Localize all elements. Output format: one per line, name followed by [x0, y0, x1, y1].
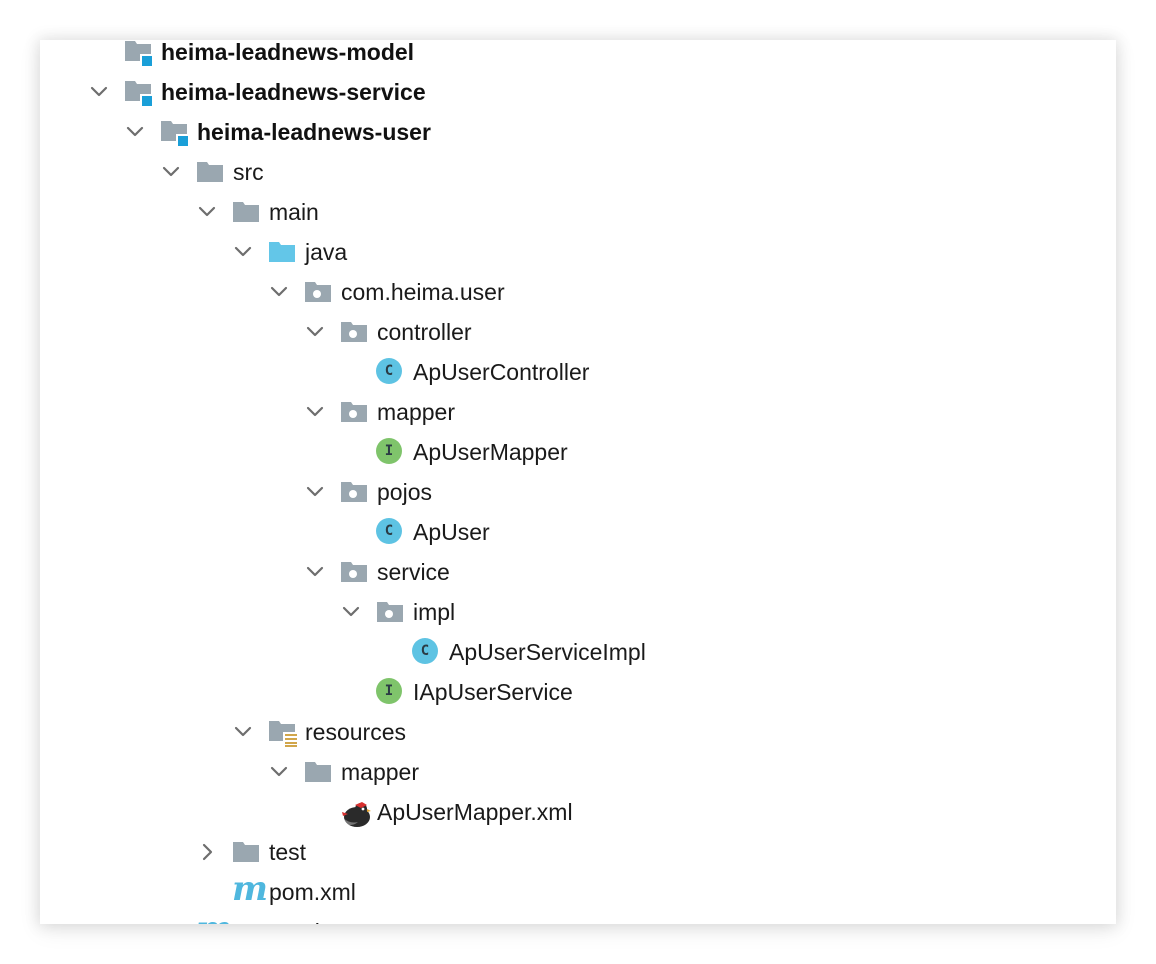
project-tree-panel: heima-leadnews-model heima-leadnews-serv…: [40, 40, 1116, 924]
chevron-down-icon[interactable]: [304, 401, 326, 423]
tree-item-label: heima-leadnews-model: [161, 40, 415, 65]
tree-item-label: src: [233, 159, 264, 185]
mybatis-xml-icon: [340, 800, 371, 827]
maven-icon-glyph: m: [196, 912, 232, 924]
tree-row-apuserserviceimpl-15[interactable]: C ApUserServiceImpl: [40, 632, 1116, 672]
maven-icon: m: [196, 912, 232, 924]
chevron-down-icon[interactable]: [232, 721, 254, 743]
tree-row-apusermapper-xml-19[interactable]: ApUserMapper.xml: [40, 792, 1116, 832]
tree-item-label: impl: [413, 599, 456, 625]
tree-item-label: controller: [377, 319, 472, 345]
chevron-down-icon[interactable]: [304, 321, 326, 343]
chevron-down-icon[interactable]: [304, 481, 326, 503]
tree-row-heima-leadnews-user-2[interactable]: heima-leadnews-user: [40, 112, 1116, 152]
source-folder-icon: [268, 240, 296, 264]
package-icon: [304, 280, 332, 304]
class-icon: C: [376, 358, 404, 384]
maven-icon-glyph: m: [232, 869, 268, 909]
tree-item-label: resources: [305, 719, 406, 745]
tree-row-com-heima-user-6[interactable]: com.heima.user: [40, 272, 1116, 312]
tree-item-label: java: [305, 239, 348, 265]
chevron-down-icon[interactable]: [124, 121, 146, 143]
project-tree: heima-leadnews-model heima-leadnews-serv…: [40, 40, 1116, 924]
chevron-down-icon[interactable]: [196, 201, 218, 223]
class-icon-glyph: C: [376, 358, 402, 384]
tree-item-label: ApUserController: [413, 359, 590, 385]
module-folder-icon: [124, 40, 153, 67]
tree-row-src-3[interactable]: src: [40, 152, 1116, 192]
tree-item-label: com.heima.user: [341, 279, 505, 305]
resources-folder-icon: [268, 720, 298, 748]
chevron-down-icon[interactable]: [268, 761, 290, 783]
tree-row-resources-17[interactable]: resources: [40, 712, 1116, 752]
folder-icon: [304, 760, 332, 784]
tree-row-apusercontroller-8[interactable]: C ApUserController: [40, 352, 1116, 392]
tree-row-service-13[interactable]: service: [40, 552, 1116, 592]
maven-icon: m: [232, 869, 268, 909]
tree-row-impl-14[interactable]: impl: [40, 592, 1116, 632]
tree-item-label: pojos: [377, 479, 432, 505]
tree-row-main-4[interactable]: main: [40, 192, 1116, 232]
class-icon: C: [412, 638, 440, 664]
class-icon: C: [376, 518, 404, 544]
tree-item-label: heima-leadnews-service: [161, 79, 426, 105]
package-icon: [340, 560, 368, 584]
tree-row-apuser-12[interactable]: C ApUser: [40, 512, 1116, 552]
interface-icon-glyph: I: [376, 678, 402, 704]
tree-item-label: ApUser: [413, 519, 490, 545]
folder-icon: [232, 200, 260, 224]
chevron-down-icon[interactable]: [88, 81, 110, 103]
package-icon: [376, 600, 404, 624]
module-folder-icon: [124, 80, 153, 107]
tree-row-iapuserservice-16[interactable]: I IApUserService: [40, 672, 1116, 712]
tree-row-heima-leadnews-service-1[interactable]: heima-leadnews-service: [40, 72, 1116, 112]
chevron-down-icon[interactable]: [268, 281, 290, 303]
chevron-down-icon[interactable]: [340, 601, 362, 623]
tree-item-label: pom.xml: [269, 879, 356, 905]
module-folder-icon: [160, 120, 189, 147]
tree-item-label: IApUserService: [413, 679, 573, 705]
tree-row-apusermapper-10[interactable]: I ApUserMapper: [40, 432, 1116, 472]
tree-row-mapper-9[interactable]: mapper: [40, 392, 1116, 432]
package-icon: [340, 320, 368, 344]
folder-icon: [232, 840, 260, 864]
tree-item-label: main: [269, 199, 319, 225]
tree-row-heima-leadnews-model-0[interactable]: heima-leadnews-model: [40, 40, 1116, 72]
tree-item-label: heima-leadnews-user: [197, 119, 431, 145]
chevron-right-icon[interactable]: [196, 841, 218, 863]
tree-row-pojos-11[interactable]: pojos: [40, 472, 1116, 512]
chevron-down-icon[interactable]: [160, 161, 182, 183]
tree-item-label: ApUserMapper.xml: [377, 799, 573, 825]
tree-row-test-20[interactable]: test: [40, 832, 1116, 872]
class-icon-glyph: C: [376, 518, 402, 544]
tree-row-mapper-18[interactable]: mapper: [40, 752, 1116, 792]
tree-item-label: ApUserServiceImpl: [449, 639, 646, 665]
tree-row-controller-7[interactable]: controller: [40, 312, 1116, 352]
tree-row-java-5[interactable]: java: [40, 232, 1116, 272]
tree-item-label: service: [377, 559, 450, 585]
package-icon: [340, 480, 368, 504]
interface-icon: I: [376, 678, 404, 704]
package-icon: [340, 400, 368, 424]
tree-item-label: pom.xml: [233, 920, 320, 924]
tree-item-label: ApUserMapper: [413, 439, 568, 465]
tree-item-label: mapper: [377, 399, 455, 425]
folder-icon: [196, 160, 224, 184]
class-icon-glyph: C: [412, 638, 438, 664]
tree-item-label: mapper: [341, 759, 419, 785]
tree-item-label: test: [269, 839, 307, 865]
interface-icon-glyph: I: [376, 438, 402, 464]
chevron-down-icon[interactable]: [304, 561, 326, 583]
interface-icon: I: [376, 438, 404, 464]
chevron-down-icon[interactable]: [232, 241, 254, 263]
